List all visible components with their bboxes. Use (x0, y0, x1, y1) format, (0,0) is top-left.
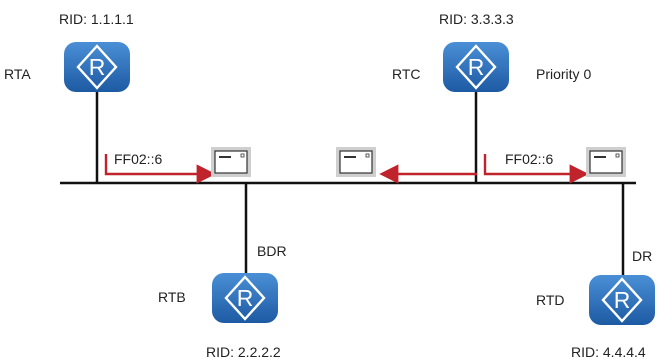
packet-icon-1 (210, 146, 252, 178)
rtc-priority-label: Priority 0 (536, 66, 592, 82)
rta-name-label: RTA (4, 66, 31, 82)
rtc-name-label: RTC (392, 66, 421, 82)
rtb-name-label: RTB (158, 289, 186, 305)
rta-rid-label: RID: 1.1.1.1 (59, 11, 134, 27)
arrow-left-label: FF02::6 (114, 151, 163, 167)
packet-icon-2 (335, 146, 377, 178)
rtd-name-label: RTD (536, 292, 565, 308)
packet-icon-3 (585, 146, 627, 178)
router-rta-icon (62, 40, 132, 94)
rtb-rid-label: RID: 2.2.2.2 (206, 344, 281, 360)
multicast-arrow-right (483, 154, 589, 184)
router-rtd-icon (587, 273, 657, 327)
multicast-arrow-left (104, 154, 216, 184)
arrow-right-label: FF02::6 (505, 151, 554, 167)
router-rtb-icon (210, 271, 280, 325)
rtc-rid-label: RID: 3.3.3.3 (439, 11, 514, 27)
rtb-role-label: BDR (257, 243, 287, 259)
rtd-role-label: DR (632, 248, 653, 264)
rtd-rid-label: RID: 4.4.4.4 (571, 344, 646, 360)
router-rtc-icon (441, 40, 511, 94)
